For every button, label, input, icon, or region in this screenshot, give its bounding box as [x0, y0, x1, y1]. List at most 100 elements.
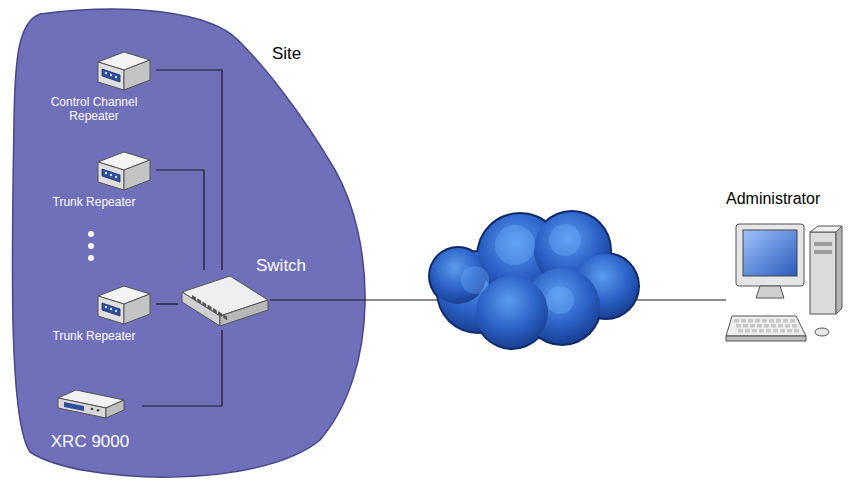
icon-part [105, 72, 107, 74]
icon-part [202, 301, 206, 307]
icon-part [810, 232, 836, 314]
icon-part [124, 160, 150, 190]
network-link [156, 303, 178, 304]
icon-part [461, 266, 489, 294]
icon-part [734, 319, 799, 333]
dot [88, 231, 94, 237]
icon-part [98, 296, 124, 324]
node-label: Switch [256, 256, 306, 276]
icon-part [218, 311, 222, 317]
icon-part [192, 295, 196, 301]
icon-part [124, 60, 150, 90]
icon-part [836, 226, 842, 314]
icon-part [752, 329, 757, 333]
icon-part [755, 319, 760, 323]
icon-part [208, 305, 212, 311]
repeater-node: Control Channel Repeater [32, 44, 156, 136]
icon-part [769, 319, 774, 323]
icon-part [745, 329, 750, 333]
icon-part [220, 300, 268, 326]
icon-part [98, 162, 124, 190]
icon-part [58, 398, 106, 418]
icon-part [780, 329, 785, 333]
dot [88, 243, 94, 249]
node-label: Trunk Repeater [32, 330, 156, 344]
icon-part [778, 324, 783, 328]
icon-part [738, 329, 743, 333]
repeater-node: Trunk Repeater [32, 144, 156, 222]
icon-part [764, 324, 769, 328]
node-label: Control Channel Repeater [32, 96, 156, 124]
site-outline [0, 0, 380, 487]
icon-part [814, 250, 832, 254]
icon-part [192, 295, 227, 320]
site-region: SiteControl Channel RepeaterTrunk Repeat… [0, 0, 380, 487]
node-label: Site [272, 44, 301, 64]
icon-part [106, 400, 124, 418]
icon-part [790, 319, 795, 323]
icon-part [182, 292, 220, 326]
icon-part [759, 329, 764, 333]
icon-part [787, 329, 792, 333]
ellipsis-dots [88, 231, 94, 261]
icon-part [736, 324, 741, 328]
icon-part [98, 62, 124, 90]
computer-node: Administrator [726, 190, 844, 355]
icon-part [97, 409, 100, 412]
node-label: Trunk Repeater [32, 196, 156, 210]
icon-part [736, 224, 804, 286]
icon-part [461, 224, 581, 314]
icon-part [766, 329, 771, 333]
icon-part [726, 316, 806, 336]
icon-part [110, 174, 112, 176]
icon-part [64, 402, 84, 411]
icon-part [428, 210, 640, 350]
switch-icon [178, 270, 270, 330]
controller-node: XRC 9000 [38, 382, 142, 462]
site-shape [12, 9, 365, 477]
computer-icon [726, 220, 844, 355]
icon-part [748, 319, 753, 323]
repeater-icon [94, 48, 152, 92]
icon-part [785, 324, 790, 328]
icon-part [743, 324, 748, 328]
icon-part [794, 329, 799, 333]
icon-part [110, 308, 112, 310]
icon-part [776, 319, 781, 323]
icon-part [734, 319, 739, 323]
repeater-icon [94, 148, 152, 192]
repeater-icon [94, 282, 152, 326]
icon-part [115, 310, 117, 312]
node-label: Administrator [726, 190, 820, 208]
icon-part [124, 294, 150, 324]
icon-part [105, 172, 107, 174]
icon-part [743, 230, 797, 276]
icon-part [223, 314, 227, 320]
icon-part [783, 319, 788, 323]
icon-part [757, 324, 762, 328]
icon-part [762, 319, 767, 323]
icon-part [115, 76, 117, 78]
icon-part [102, 169, 120, 182]
icon-part [549, 224, 581, 256]
node-label: XRC 9000 [38, 432, 142, 452]
icon-part [197, 298, 201, 304]
icon-part [430, 212, 638, 348]
icon-part [814, 242, 832, 246]
switch-node: Switch [178, 270, 270, 330]
icon-part [546, 286, 574, 314]
dot [88, 255, 94, 261]
icon-part [756, 286, 784, 298]
icon-part [750, 324, 755, 328]
icon-part [792, 324, 797, 328]
icon-part [115, 176, 117, 178]
icon-part [741, 319, 746, 323]
icon-part [495, 225, 535, 265]
icon-part [213, 308, 217, 314]
icon-part [771, 324, 776, 328]
icon-part [726, 336, 806, 341]
icon-part [102, 69, 120, 82]
icon-part [91, 408, 94, 411]
icon-part [102, 303, 120, 316]
icon-part [773, 329, 778, 333]
